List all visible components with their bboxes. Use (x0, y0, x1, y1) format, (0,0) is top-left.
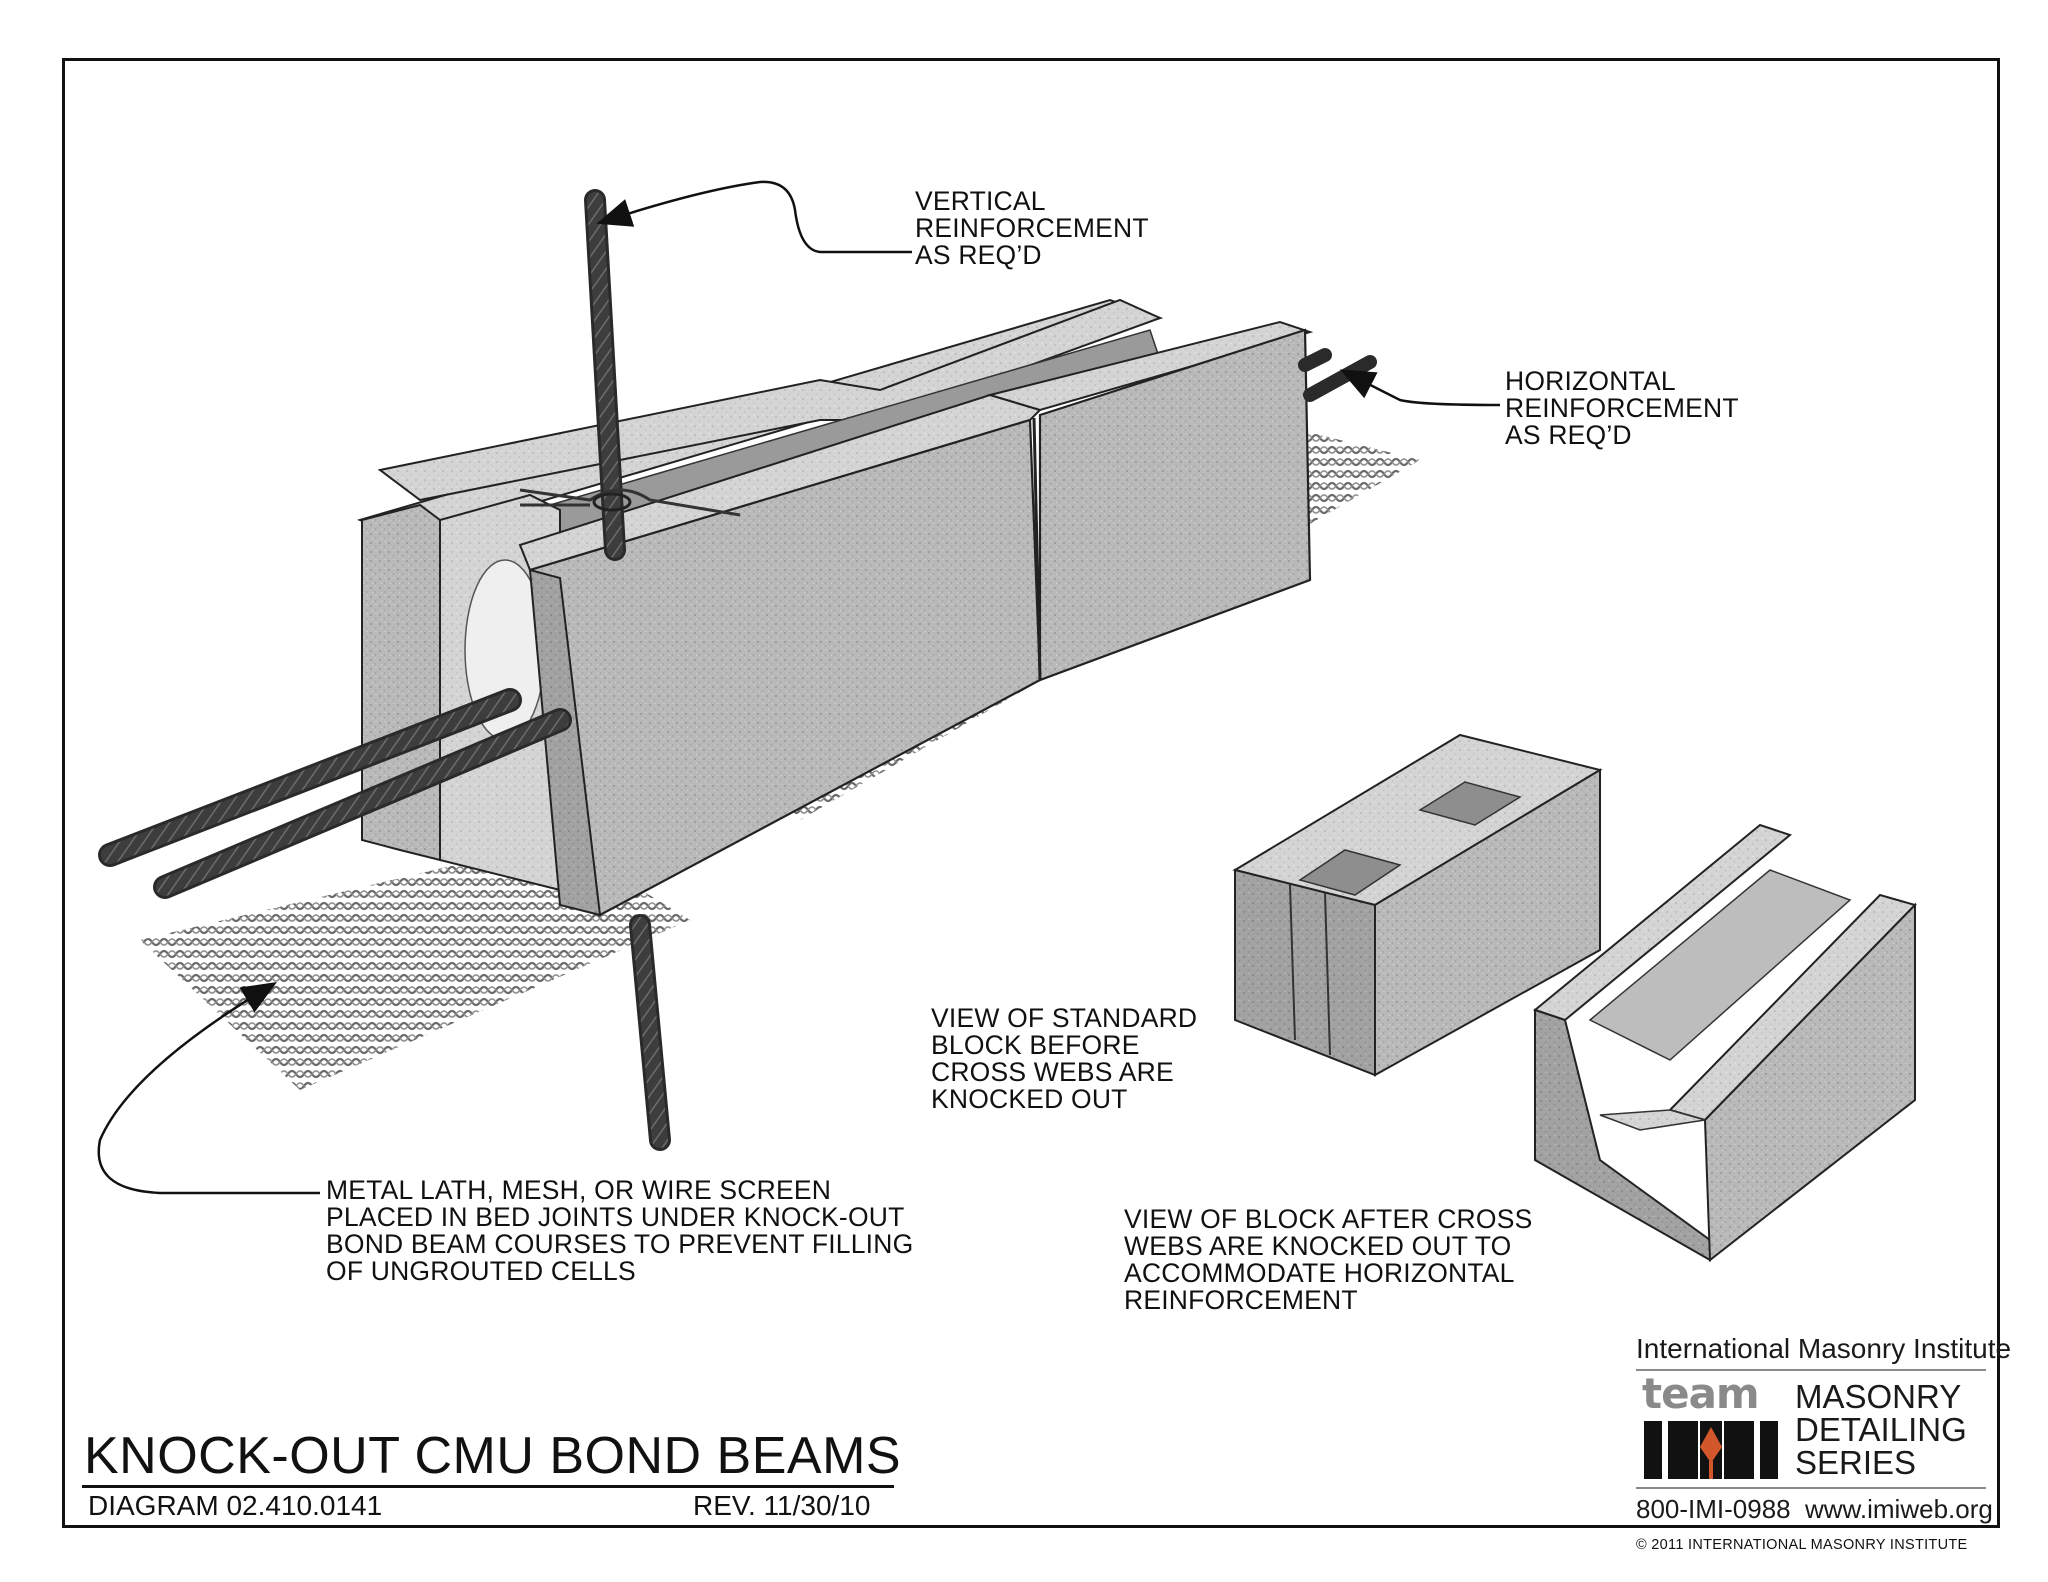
horizontal-rebars (98, 348, 1377, 899)
label-line: VIEW OF STANDARD (931, 1003, 1198, 1033)
label-line: BOND BEAM COURSES TO PREVENT FILLING (326, 1229, 914, 1259)
label-standard-block: VIEW OF STANDARD BLOCK BEFORE CROSS WEBS… (931, 1005, 1197, 1113)
label-line: CROSS WEBS ARE (931, 1057, 1174, 1087)
team-imi-logo: team (1640, 1369, 1780, 1480)
label-line: BLOCK BEFORE (931, 1030, 1140, 1060)
label-line: ACCOMMODATE HORIZONTAL (1124, 1258, 1515, 1288)
label-line: METAL LATH, MESH, OR WIRE SCREEN (326, 1175, 832, 1205)
team-wordmark: team (1642, 1369, 1760, 1418)
org-name: International Masonry Institute (1636, 1333, 2012, 1364)
series-line: MASONRY (1795, 1378, 1962, 1415)
diagram-number: DIAGRAM 02.410.0141 (88, 1490, 383, 1521)
revision-date: REV. 11/30/10 (693, 1490, 871, 1521)
bond-beam-assembly (356, 298, 1314, 917)
phone-number: 800-IMI-0988 (1636, 1494, 1791, 1524)
label-knocked-block: VIEW OF BLOCK AFTER CROSS WEBS ARE KNOCK… (1124, 1206, 1532, 1314)
label-line: VERTICAL (915, 186, 1046, 216)
label-line: REINFORCEMENT (915, 213, 1149, 243)
label-line: PLACED IN BED JOINTS UNDER KNOCK-OUT (326, 1202, 905, 1232)
label-horizontal-reinforcement: HORIZONTAL REINFORCEMENT AS REQ’D (1505, 368, 1739, 449)
series-line: SERIES (1795, 1444, 1917, 1481)
drawing-border (62, 58, 2000, 1528)
title-underline (82, 1485, 894, 1488)
logo-rule-top (1636, 1369, 1986, 1371)
vertical-rebar (519, 189, 741, 1151)
series-line: DETAILING (1795, 1411, 1967, 1448)
label-vertical-reinforcement: VERTICAL REINFORCEMENT AS REQ’D (915, 188, 1149, 269)
leader-lines (97, 180, 1501, 1195)
logo-rule-bottom (1636, 1487, 1986, 1489)
drawing-title: KNOCK-OUT CMU BOND BEAMS (84, 1427, 902, 1485)
label-line: KNOCKED OUT (931, 1084, 1128, 1114)
label-line: REINFORCEMENT (1505, 393, 1739, 423)
label-metal-lath: METAL LATH, MESH, OR WIRE SCREEN PLACED … (326, 1177, 913, 1285)
label-line: VIEW OF BLOCK AFTER CROSS (1124, 1204, 1533, 1234)
label-line: HORIZONTAL (1505, 366, 1676, 396)
label-line: REINFORCEMENT (1124, 1285, 1358, 1315)
knocked-out-cmu-block (1532, 823, 1917, 1262)
standard-cmu-block (1232, 733, 1603, 1077)
website: www.imiweb.org (1805, 1494, 1993, 1524)
label-line: AS REQ’D (915, 240, 1042, 270)
label-line: AS REQ’D (1505, 420, 1632, 450)
imi-mark-icon (1644, 1421, 1778, 1479)
label-line: OF UNGROUTED CELLS (326, 1256, 636, 1286)
label-line: WEBS ARE KNOCKED OUT TO (1124, 1231, 1512, 1261)
series-title: MASONRY DETAILING SERIES (1795, 1380, 1967, 1479)
copyright-notice: © 2011 INTERNATIONAL MASONRY INSTITUTE (1636, 1537, 1968, 1553)
